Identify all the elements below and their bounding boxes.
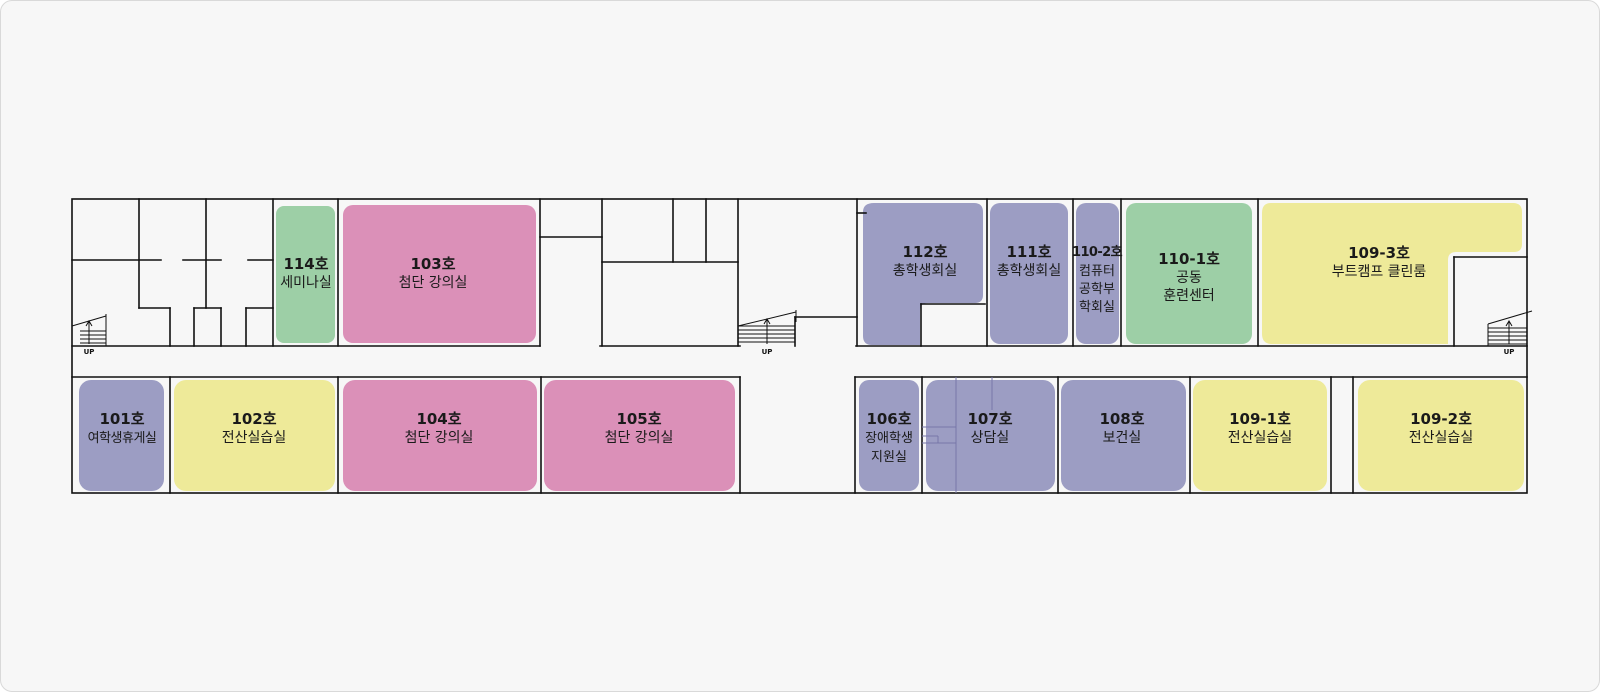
room-110-2-number: 110-2호 [1072,245,1123,260]
stair-west [71,314,107,346]
room-114-number: 114호 [283,255,328,273]
room-104-name: 첨단 강의실 [405,430,474,446]
room-109-3-number: 109-3호 [1348,244,1410,262]
room-106-name-line1: 장애학생 [865,431,913,446]
walls [71,198,1528,494]
room-107-fill[interactable] [926,380,1055,491]
room-110-2-name-line1: 컴퓨터 [1079,264,1115,279]
room-110-1-name-line2: 훈련센터 [1163,288,1215,304]
room-109-3-name: 부트캠프 클린룸 [1332,264,1427,280]
stair-center-label: UP [762,348,773,356]
room-106-fill[interactable] [859,380,919,491]
room-109-2-number: 109-2호 [1410,410,1472,428]
room-109-2-fill[interactable] [1358,380,1524,491]
room-109-1-fill[interactable] [1193,380,1327,491]
room-112-fill[interactable] [863,203,983,345]
room-110-1-name-line1: 공동 [1176,270,1202,286]
room-108-name: 보건실 [1103,430,1142,446]
room-110-1-fill[interactable] [1126,203,1252,344]
room-105-number: 105호 [616,410,661,428]
room-107-partitions [922,377,993,493]
room-108-number: 108호 [1099,410,1144,428]
room-111-fill[interactable] [990,203,1068,344]
room-110-2-fill[interactable] [1076,203,1119,344]
room-109-1-name: 전산실습실 [1228,430,1292,446]
stair-east-label: UP [1504,348,1515,356]
room-102-fill[interactable] [174,380,335,491]
room-111-number: 111호 [1006,243,1051,261]
stair-east [1487,310,1533,346]
room-109-3-fill[interactable] [1262,203,1522,344]
room-labels: 114호 세미나실 103호 첨단 강의실 112호 총학생회실 111호 총학… [88,243,1474,465]
room-110-2-name-line3: 학회실 [1079,300,1115,315]
room-103-name: 첨단 강의실 [399,275,468,291]
room-101-fill[interactable] [79,380,164,491]
stair-west-label: UP [84,348,95,356]
room-112-name: 총학생회실 [893,263,957,279]
room-114-fill[interactable] [276,206,335,343]
room-110-1-number: 110-1호 [1158,250,1220,268]
room-103-number: 103호 [410,255,455,273]
room-112-number: 112호 [902,243,947,261]
room-110-2-name-line2: 공학부 [1079,282,1115,297]
room-106-number: 106호 [866,410,911,428]
room-104-number: 104호 [416,410,461,428]
room-107-number: 107호 [967,410,1012,428]
room-101-number: 101호 [99,410,144,428]
stair-center [737,310,797,344]
room-114-name: 세미나실 [280,275,332,291]
room-103-fill[interactable] [343,205,536,343]
room-104-fill[interactable] [343,380,537,491]
room-105-fill[interactable] [544,380,735,491]
room-101-name: 여학생휴게실 [88,431,157,446]
room-107-name: 상담실 [971,430,1010,446]
room-111-name: 총학생회실 [997,263,1061,279]
room-102-name: 전산실습실 [222,430,286,446]
room-109-1-number: 109-1호 [1229,410,1291,428]
room-106-name-line2: 지원실 [871,450,907,465]
room-108-fill[interactable] [1061,380,1186,491]
room-105-name: 첨단 강의실 [605,430,674,446]
room-109-2-name: 전산실습실 [1409,430,1473,446]
room-102-number: 102호 [231,410,276,428]
